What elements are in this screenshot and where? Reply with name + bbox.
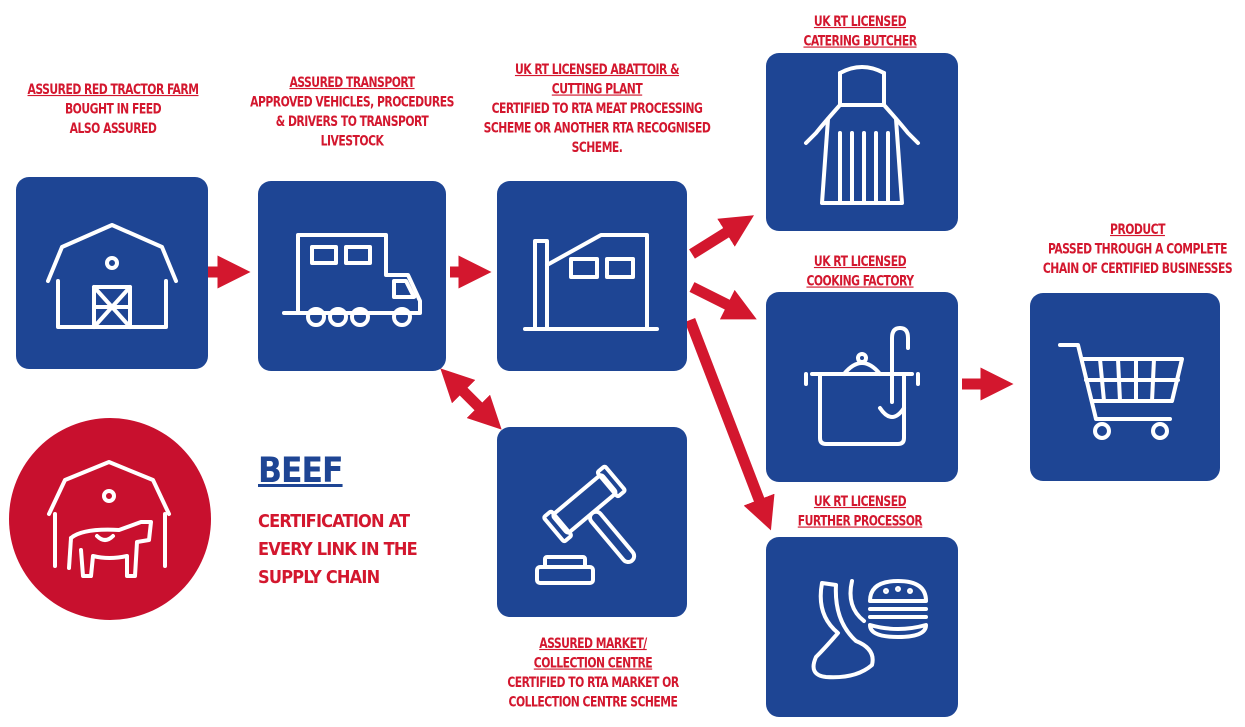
- factory-icon: [523, 233, 659, 331]
- arrow-abattoir-to-processor: [684, 318, 775, 531]
- truck-icon: [282, 233, 422, 327]
- gavel-icon: [535, 464, 637, 585]
- market-desc: CERTIFIED TO RTA MARKET OR COLLECTION CE…: [507, 674, 679, 710]
- barn-with-cow-icon: [47, 460, 171, 578]
- transport-desc: APPROVED VEHICLES, PROCEDURES & DRIVERS …: [250, 93, 454, 149]
- cooking-node: [766, 292, 958, 482]
- catering-label: UK RT LICENSED CATERING BUTCHER: [790, 12, 930, 51]
- abattoir-label: UK RT LICENSED ABATTOIR & CUTTING PLANT …: [482, 60, 712, 158]
- processor-node: [766, 537, 958, 717]
- catering-node: [766, 53, 958, 231]
- meat-and-burger-icon: [811, 579, 928, 680]
- market-title: ASSURED MARKET/ COLLECTION CENTRE: [533, 635, 653, 671]
- product-node: [1030, 293, 1220, 481]
- market-label: ASSURED MARKET/ COLLECTION CENTRE CERTIF…: [482, 634, 704, 712]
- arrow-abattoir-to-cooking: [689, 282, 757, 320]
- farm-node: [16, 177, 208, 369]
- arrow-abattoir-to-catering: [689, 215, 754, 259]
- abattoir-desc: CERTIFIED TO RTA MEAT PROCESSING SCHEME …: [483, 100, 711, 156]
- market-node: [497, 427, 687, 617]
- abattoir-title: UK RT LICENSED ABATTOIR & CUTTING PLANT: [514, 61, 680, 97]
- apron-icon: [804, 65, 920, 205]
- cooking-label: UK RT LICENSED COOKING FACTORY: [790, 252, 930, 291]
- shopping-cart-icon: [1058, 343, 1184, 440]
- farm-label: ASSURED RED TRACTOR FARM BOUGHT IN FEED …: [8, 80, 218, 139]
- transport-node: [258, 181, 446, 371]
- processor-title: UK RT LICENSED FURTHER PROCESSOR: [797, 493, 923, 529]
- transport-label: ASSURED TRANSPORT APPROVED VEHICLES, PRO…: [242, 73, 462, 151]
- product-label: PRODUCT PASSED THROUGH A COMPLETE CHAIN …: [1030, 220, 1245, 279]
- transport-title: ASSURED TRANSPORT: [289, 74, 415, 91]
- barn-icon: [46, 223, 178, 329]
- cooking-title: UK RT LICENSED COOKING FACTORY: [806, 253, 914, 289]
- farm-desc: BOUGHT IN FEED ALSO ASSURED: [64, 100, 162, 137]
- catering-title: UK RT LICENSED CATERING BUTCHER: [803, 13, 917, 49]
- product-desc: PASSED THROUGH A COMPLETE CHAIN OF CERTI…: [1042, 240, 1233, 277]
- beef-subtitle: CERTIFICATION AT EVERY LINK IN THE SUPPL…: [258, 511, 418, 588]
- beef-badge: [9, 418, 211, 620]
- processor-label: UK RT LICENSED FURTHER PROCESSOR: [790, 492, 930, 531]
- farm-title: ASSURED RED TRACTOR FARM: [27, 81, 199, 98]
- product-title: PRODUCT: [1110, 221, 1165, 238]
- cooking-pot-icon: [804, 326, 920, 446]
- beef-title: BEEF: [258, 451, 344, 491]
- abattoir-node: [497, 181, 687, 371]
- arrow-transport-market: [440, 368, 502, 430]
